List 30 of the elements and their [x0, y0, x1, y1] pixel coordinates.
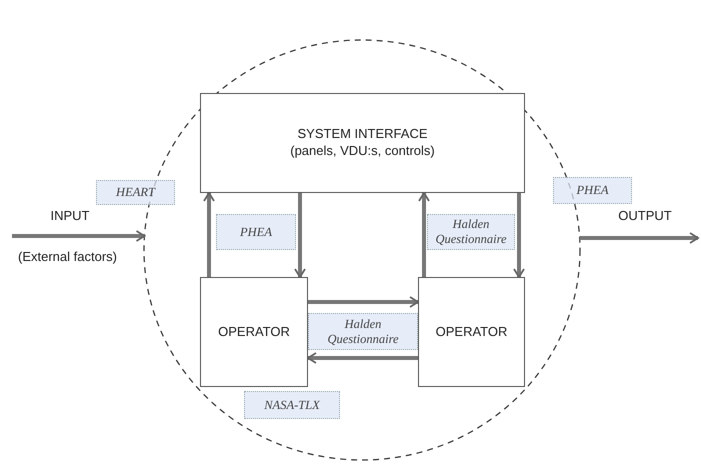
note-text: (External factors): [18, 249, 117, 264]
double-line-arrow: [12, 230, 146, 242]
tag-label: Halden Questionnaire: [326, 316, 400, 346]
double-line-arrow: [580, 232, 699, 244]
box-subtitle: (panels, VDU:s, controls): [290, 143, 435, 160]
tag-label: PHEA: [240, 224, 272, 240]
operator-box: [200, 277, 308, 387]
box-title: OPERATOR: [436, 324, 508, 340]
box-title: OPERATOR: [218, 324, 290, 340]
method-tag: [216, 214, 296, 250]
tag-label: Halden Questionnaire: [434, 217, 508, 247]
method-tag: [96, 180, 175, 205]
method-tag: [427, 214, 515, 250]
double-line-arrow: [418, 192, 430, 277]
tag-label: NASA-TLX: [264, 398, 320, 412]
interface-box: [200, 93, 525, 193]
operator-box: [418, 277, 525, 387]
edge-label: OUTPUT: [617, 208, 673, 223]
box-title: SYSTEM INTERFACE: [297, 126, 428, 143]
tag-label: PHEA: [576, 183, 608, 198]
method-tag: [553, 177, 632, 204]
method-tag: [308, 313, 418, 350]
double-line-arrow: [294, 193, 306, 278]
double-line-arrow: [307, 352, 418, 364]
double-line-arrow: [308, 296, 419, 308]
double-line-arrow: [513, 193, 525, 278]
double-line-arrow: [203, 192, 215, 277]
edge-label: INPUT: [50, 208, 90, 223]
method-tag: [244, 391, 340, 419]
tag-label: HEART: [116, 185, 155, 200]
